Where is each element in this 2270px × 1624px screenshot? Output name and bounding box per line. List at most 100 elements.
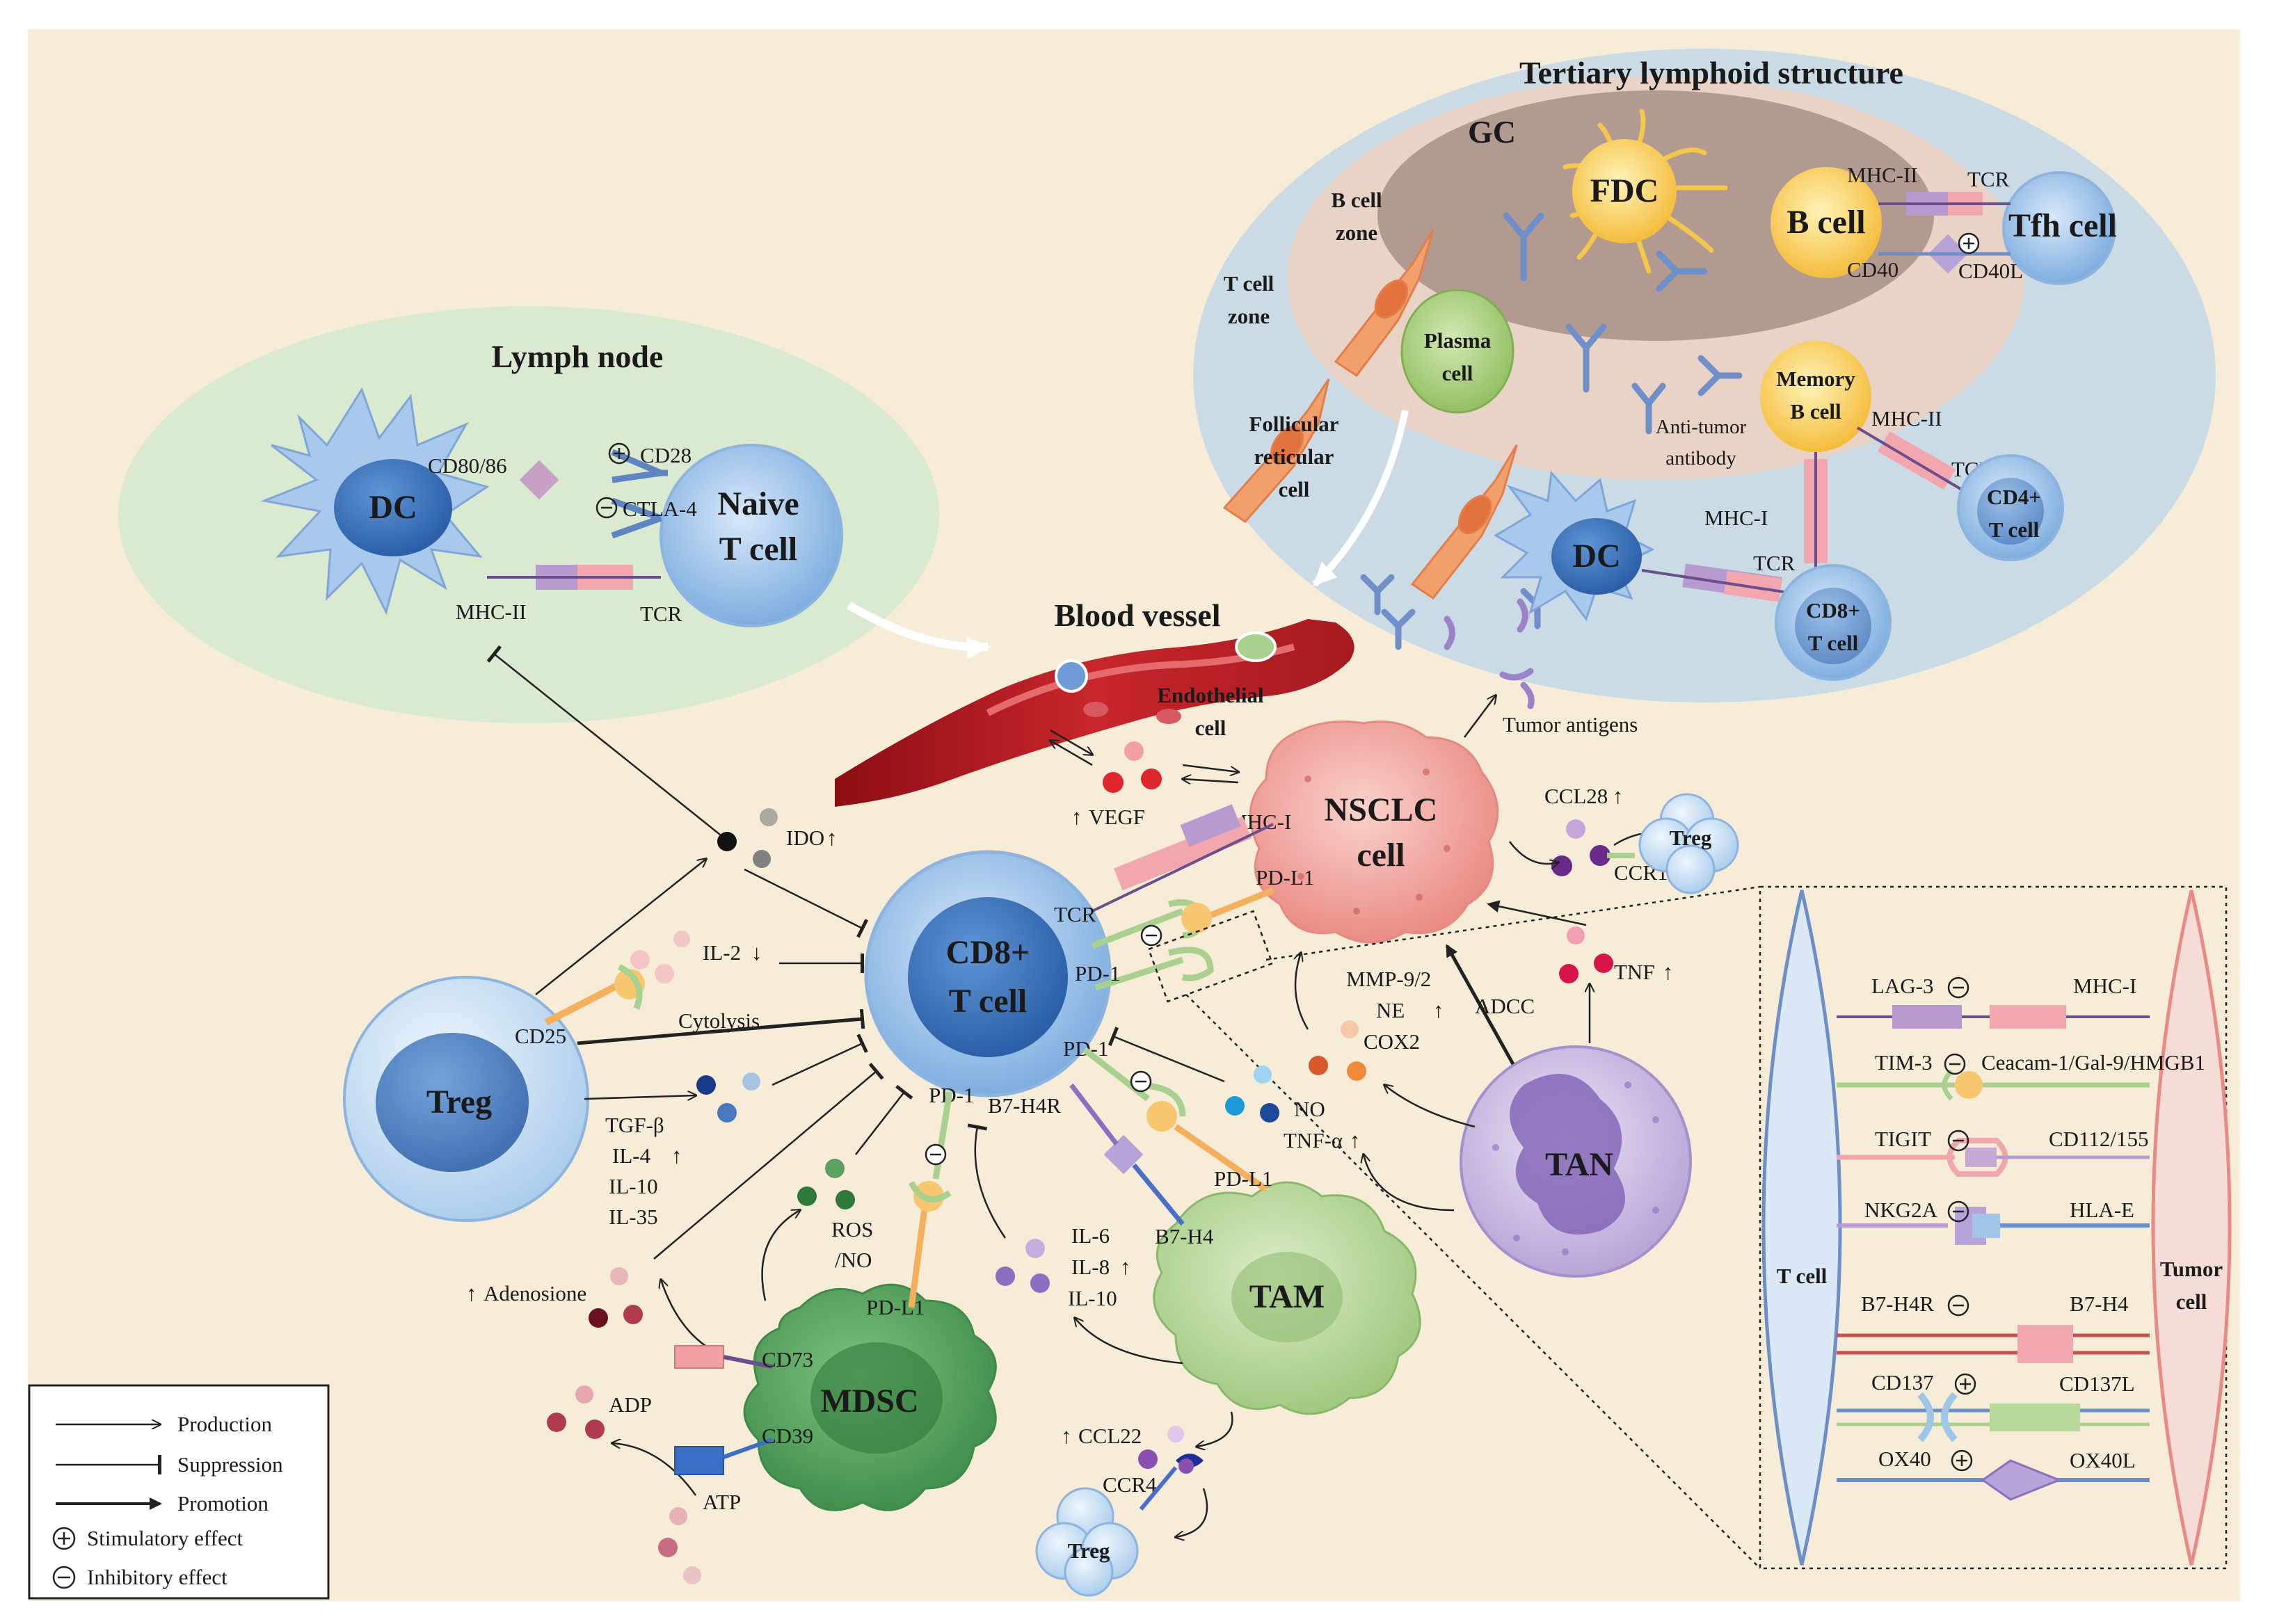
ln-to-vessel-arrow xyxy=(846,601,991,659)
treg-left-cell: Treg xyxy=(343,976,589,1222)
b-cell-zone-1: B cell xyxy=(1331,188,1382,212)
ctla4-receptor xyxy=(611,497,662,539)
plasma-cell-label-2: cell xyxy=(1442,361,1473,385)
inset-row-lag3 xyxy=(1837,1005,2150,1029)
plus-circle-icon xyxy=(1954,1373,1976,1395)
inset-b7h4r-left: B7-H4R xyxy=(1861,1292,1934,1316)
legend-inhibitory-label: Inhibitory effect xyxy=(87,1565,227,1589)
inset-row-nkg2a xyxy=(1837,1207,2150,1245)
dc-ln-cell: DC xyxy=(260,387,490,616)
nsclc-label-1: NSCLC xyxy=(1325,791,1438,828)
mhc2-ln-text: MHC-II xyxy=(456,600,527,624)
fdc-label: FDC xyxy=(1590,172,1659,209)
vegf-up-arrow: ↑ xyxy=(1071,805,1082,829)
inset-tigit-left: TIGIT xyxy=(1875,1127,1931,1151)
inset-tumor-label-1: Tumor xyxy=(2160,1257,2223,1281)
treg-to-cytokine-arrow xyxy=(584,1095,696,1099)
inset-tcell-label: T cell xyxy=(1777,1264,1828,1288)
il-up: ↑ xyxy=(1120,1255,1131,1279)
tan-cell: TAN xyxy=(1460,1045,1692,1278)
inset-row-b7h4 xyxy=(1837,1325,2150,1363)
ccl22-molecules xyxy=(1138,1426,1204,1474)
pd-l1-mdsc-text: PD-L1 xyxy=(866,1295,925,1319)
cd25-text: CD25 xyxy=(515,1024,566,1048)
inset-cd137l-right: CD137L xyxy=(2059,1372,2135,1396)
cd8-tls-label-1: CD8+ xyxy=(1806,598,1860,622)
vegf-molecules xyxy=(1050,729,1238,793)
cd39-text: CD39 xyxy=(762,1424,813,1448)
treg-bottom-label: Treg xyxy=(1068,1538,1110,1563)
mmp-to-nsclc-arrow xyxy=(1295,953,1309,1030)
endothelial-label-1: Endothelial xyxy=(1157,683,1264,707)
mdsc-cell: MDSC xyxy=(743,1283,997,1511)
inset-nkg2a-right: HLA-E xyxy=(2070,1198,2134,1222)
pdl1-mdsc-stalk xyxy=(908,1203,929,1308)
tan-to-no-arrow xyxy=(1364,1155,1455,1212)
t-cell-zone-1: T cell xyxy=(1224,271,1274,296)
nsclc-label-2: cell xyxy=(1357,837,1405,874)
naive-t-cell: Naive T cell xyxy=(660,444,843,627)
tcr-cd8-main-text: TCR xyxy=(1054,902,1096,926)
adcc-text: ADCC xyxy=(1475,994,1535,1018)
cytokine-up: ↑ xyxy=(671,1143,682,1168)
tnfa-text: TNF-α xyxy=(1284,1128,1343,1152)
follicular-reticular-cells xyxy=(1222,229,1518,600)
inset-tim3-right: Ceacam-1/Gal-9/HMGB1 xyxy=(1981,1050,2205,1075)
no-mdsc-text: /NO xyxy=(835,1248,872,1272)
inset-tigit-right: CD112/155 xyxy=(2049,1127,2149,1151)
minus-circle-icon xyxy=(1944,1053,1966,1075)
follicular-reticular-1: Follicular xyxy=(1249,412,1338,436)
b7-h4-text: B7-H4 xyxy=(1155,1224,1214,1248)
mdsc-to-ros-arrow xyxy=(761,1210,800,1301)
cd80-86-ligand xyxy=(519,460,559,500)
b7-h4r-text: B7-H4R xyxy=(988,1093,1061,1118)
mhc2-b-text: MHC-II xyxy=(1847,163,1918,187)
nsclc-to-antigens-arrow xyxy=(1464,696,1496,738)
cd8-main-label-1: CD8+ xyxy=(946,934,1030,971)
tgfb-suppression xyxy=(772,1034,868,1086)
pd1-a-text: PD-1 xyxy=(1075,961,1120,986)
ne-text: NE xyxy=(1376,998,1405,1022)
tgfb-text: TGF-β xyxy=(605,1113,664,1137)
ctla4-text: CTLA-4 xyxy=(623,497,697,521)
tumor-antigens-text: Tumor antigens xyxy=(1503,712,1638,737)
b-cell: B cell xyxy=(1771,167,1882,278)
minus-circle-icon xyxy=(925,1143,947,1166)
pdl1-tam-stalk xyxy=(1174,1124,1268,1192)
legend-box xyxy=(28,1384,330,1600)
tam-label: TAM xyxy=(1249,1278,1325,1315)
tam-to-il-arrow xyxy=(1075,1318,1183,1365)
cd25-green xyxy=(617,963,643,1010)
ccl28-molecules xyxy=(1509,819,1670,876)
mmp-molecules xyxy=(1309,1020,1366,1081)
tnf-molecules xyxy=(1487,900,1613,983)
adenosine-text: Adenosione xyxy=(483,1281,586,1305)
cd8-tls-label-2: T cell xyxy=(1808,631,1859,655)
antibody-icons xyxy=(1360,212,1743,650)
cd8-nsclc-mhc-purple xyxy=(1180,804,1241,847)
minus-circle-icon xyxy=(1947,1129,1969,1152)
pd-l1-tam-text: PD-L1 xyxy=(1214,1166,1272,1191)
pdl1-tam-ball xyxy=(1146,1101,1177,1132)
plasma-cell-label-1: Plasma xyxy=(1424,328,1492,353)
mdsc-label: MDSC xyxy=(820,1383,918,1420)
inset-row-ox40 xyxy=(1837,1459,2150,1501)
tcr-tfh-text: TCR xyxy=(1967,167,2010,191)
dc-ln-nucleus xyxy=(334,459,452,556)
cd39-enzyme xyxy=(674,1446,724,1475)
tumor-antigen-icons xyxy=(1444,598,1535,709)
tnf-text: TNF xyxy=(1614,960,1655,984)
atp-text: ATP xyxy=(703,1490,741,1514)
nsclc-cell: NSCLC cell xyxy=(1249,721,1499,944)
mhc2-mem-text: MHC-II xyxy=(1871,406,1942,431)
vessel-blue-cell xyxy=(1055,659,1088,693)
il6-molecules xyxy=(996,1239,1050,1293)
pdl1-ball xyxy=(1181,903,1212,933)
inset-b7h4-right: B7-H4 xyxy=(2070,1292,2129,1316)
inset-ox40l-right: OX40L xyxy=(2070,1448,2136,1472)
pd1-second-arm xyxy=(1094,947,1214,991)
plus-circle-icon xyxy=(608,442,630,465)
tan-label: TAN xyxy=(1545,1146,1613,1183)
treg-right-label: Treg xyxy=(1670,826,1712,850)
